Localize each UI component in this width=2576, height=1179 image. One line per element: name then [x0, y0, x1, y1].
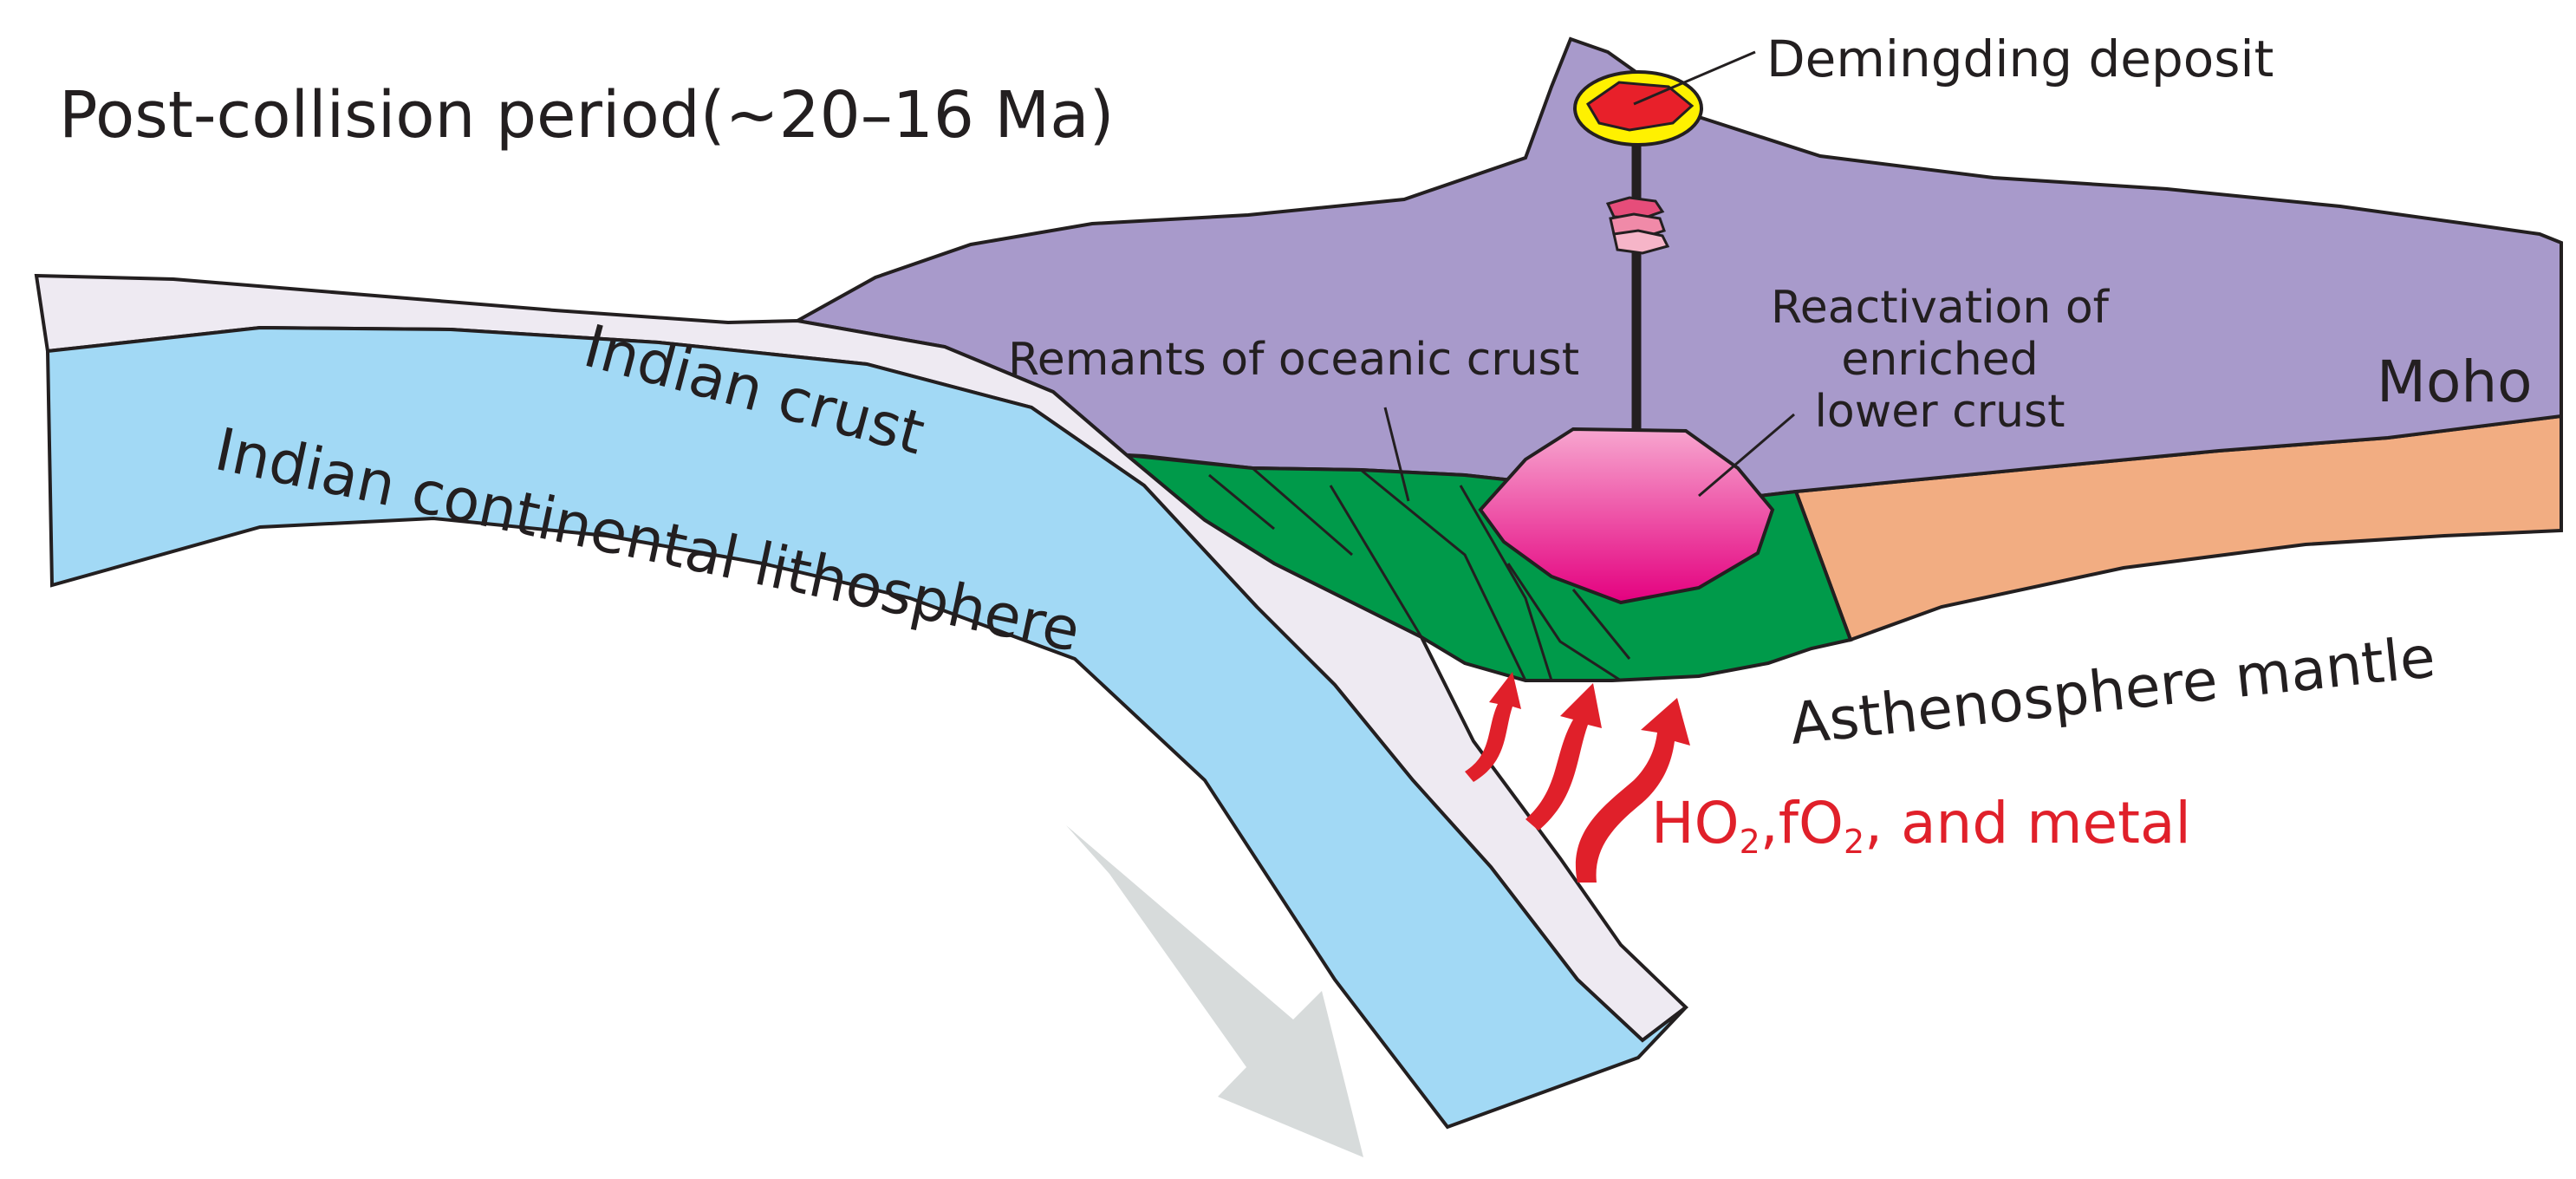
label-oceanic-crust-remnants: Remants of oceanic crust [1008, 334, 1579, 386]
small-intrusions [1605, 196, 1670, 255]
label-asthenosphere-mantle: Asthenosphere mantle [1787, 623, 2438, 758]
diagram-title: Post-collision period(~20–16 Ma) [59, 78, 1115, 153]
label-fluids-metal: HO2,fO2, and metal [1651, 790, 2191, 861]
leader-lines [1383, 50, 1795, 502]
fluids-rest: , and metal [1864, 790, 2191, 857]
enriched-lower-crust-body [1478, 427, 1775, 605]
fluids-ho: HO [1651, 790, 1740, 857]
fluids-fo: ,fO [1760, 790, 1844, 857]
label-moho: Moho [2377, 348, 2533, 415]
label-reactivation-line2: enriched [1841, 334, 2038, 386]
indian-continental-lithosphere [45, 325, 1688, 1130]
fluids-sub1: 2 [1740, 823, 1760, 861]
subduction-direction-arrow [1066, 825, 1363, 1157]
fluids-sub2: 2 [1844, 823, 1864, 861]
fluid-upwelling-arrows [1465, 672, 1690, 883]
oceanic-crust-layering [1208, 466, 1631, 682]
label-demingding-deposit: Demingding deposit [1766, 29, 2274, 88]
demingding-deposit-body [1573, 70, 1703, 147]
label-reactivation-line3: lower crust [1814, 386, 2065, 438]
label-reactivation-line1: Reactivation of [1771, 282, 2111, 334]
